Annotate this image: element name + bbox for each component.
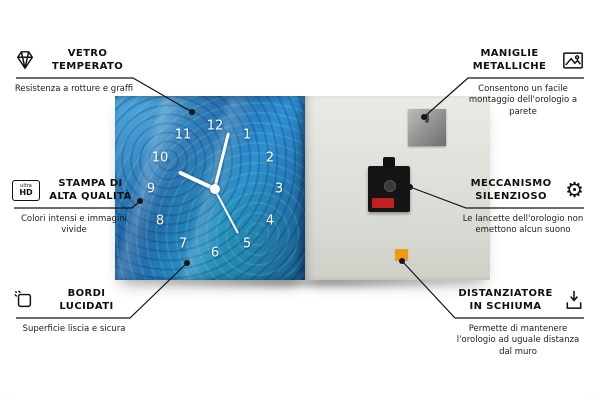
ultra-hd-icon: ultra HD <box>12 179 40 201</box>
clock-number: 12 <box>206 118 224 134</box>
callout-description: Consentono un facile montaggio dell'orol… <box>468 84 578 117</box>
clock-number: 5 <box>242 236 252 252</box>
battery <box>372 198 394 208</box>
callout-maniglie-metalliche: MANIGLIE METALLICHE Consentono un facile… <box>462 42 584 118</box>
clock-number: 2 <box>265 150 275 166</box>
minute-hand <box>213 132 230 190</box>
callout-meccanismo-silenzioso: MECCANISMO SILENZIOSO ⚙ Le lancette dell… <box>462 172 584 237</box>
mechanism-hub <box>384 180 396 192</box>
polished-edge-icon <box>14 290 34 310</box>
callout-description: Colori intensi e immagini vivide <box>20 214 127 236</box>
callout-stampa-alta-qualita: ultra HD STAMPA DI ALTA QUALITÀ Colori i… <box>12 172 136 237</box>
second-hand <box>214 188 239 234</box>
clock-center-cap <box>210 184 220 194</box>
callout-description: Superficie liscia e sicura <box>22 324 126 334</box>
clock-number: 8 <box>155 213 165 229</box>
picture-frame-icon <box>562 51 584 70</box>
metal-hanger-plate <box>408 109 446 146</box>
foam-spacer <box>395 249 408 260</box>
callout-title: VETRO TEMPERATO <box>51 48 124 72</box>
clock-front-panel: 12 1 2 3 4 5 6 7 8 9 10 11 <box>115 96 305 280</box>
callout-title: MECCANISMO SILENZIOSO <box>470 178 552 202</box>
foam-spacer-icon <box>564 290 584 311</box>
clock-number: 9 <box>146 181 156 197</box>
clock-number: 10 <box>151 150 169 166</box>
callout-title: MANIGLIE METALLICHE <box>472 48 547 72</box>
callout-vetro-temperato: VETRO TEMPERATO Resistenza a rotture e g… <box>14 42 134 95</box>
callout-distanziatore-schiuma: DISTANZIATORE IN SCHIUMA Permette di man… <box>452 282 584 358</box>
ultra-hd-label-top: ultra <box>20 182 32 189</box>
callout-description: Permette di mantenere l'orologio ad ugua… <box>456 324 580 357</box>
callout-description: Le lancette dell'orologio non emettono a… <box>462 214 584 236</box>
callout-title: BORDI LUCIDATI <box>59 288 114 312</box>
gear-icon: ⚙ <box>565 177 584 202</box>
callout-title: STAMPA DI ALTA QUALITÀ <box>49 178 132 202</box>
clock-number: 3 <box>274 181 284 197</box>
callout-bordi-lucidati: BORDI LUCIDATI Superficie liscia e sicur… <box>14 282 134 335</box>
keyhole-slot <box>425 114 429 123</box>
clock-number: 4 <box>265 213 275 229</box>
clock-number: 1 <box>242 127 252 143</box>
diamond-icon <box>14 50 36 70</box>
callout-title: DISTANZIATORE IN SCHIUMA <box>458 288 553 312</box>
clock-number: 11 <box>174 127 192 143</box>
hanging-hook <box>383 157 395 167</box>
clock-number: 7 <box>178 236 188 252</box>
callout-description: Resistenza a rotture e graffi <box>14 84 134 94</box>
clock-number: 6 <box>210 245 220 261</box>
ultra-hd-label-bottom: HD <box>19 187 33 197</box>
clock-mechanism <box>368 157 410 212</box>
